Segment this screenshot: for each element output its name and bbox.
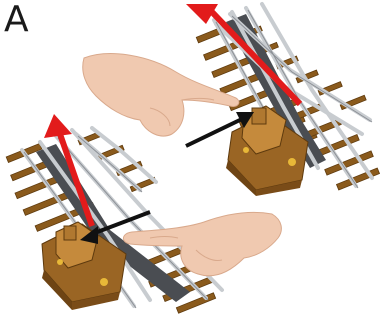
top-pointing-hand-icon — [83, 54, 239, 136]
